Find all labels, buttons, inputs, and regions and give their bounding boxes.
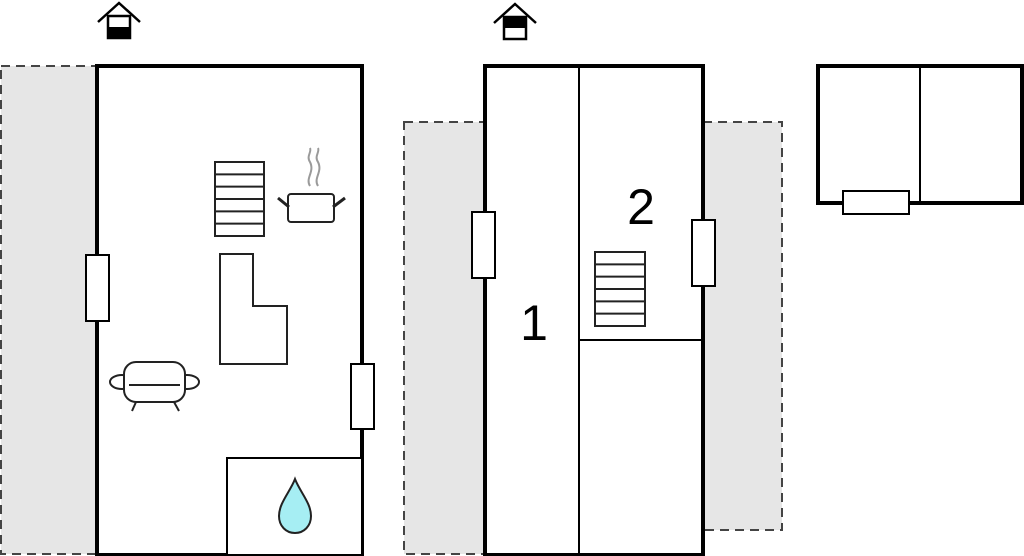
terrace-middle-right <box>702 121 783 531</box>
sofa-icon <box>109 361 200 412</box>
stairs-icon <box>214 161 265 237</box>
window-left-wall <box>85 254 110 322</box>
house-entrance-icon <box>97 1 141 40</box>
house-entrance-icon <box>493 2 537 41</box>
l-shaped-counter-icon <box>219 253 288 365</box>
window-left-right-wall <box>350 363 375 430</box>
room-label-1: 1 <box>520 295 548 351</box>
terrace-left <box>0 65 98 555</box>
window-middle-left-wall <box>471 211 496 279</box>
cooking-pot-icon <box>277 147 346 223</box>
stairs-icon <box>594 251 646 327</box>
water-drop-icon <box>277 476 313 535</box>
window-middle-right-wall <box>691 219 716 287</box>
window-annex-bottom <box>842 190 910 215</box>
room-label-2: 2 <box>627 179 655 235</box>
terrace-middle-left <box>403 121 487 555</box>
